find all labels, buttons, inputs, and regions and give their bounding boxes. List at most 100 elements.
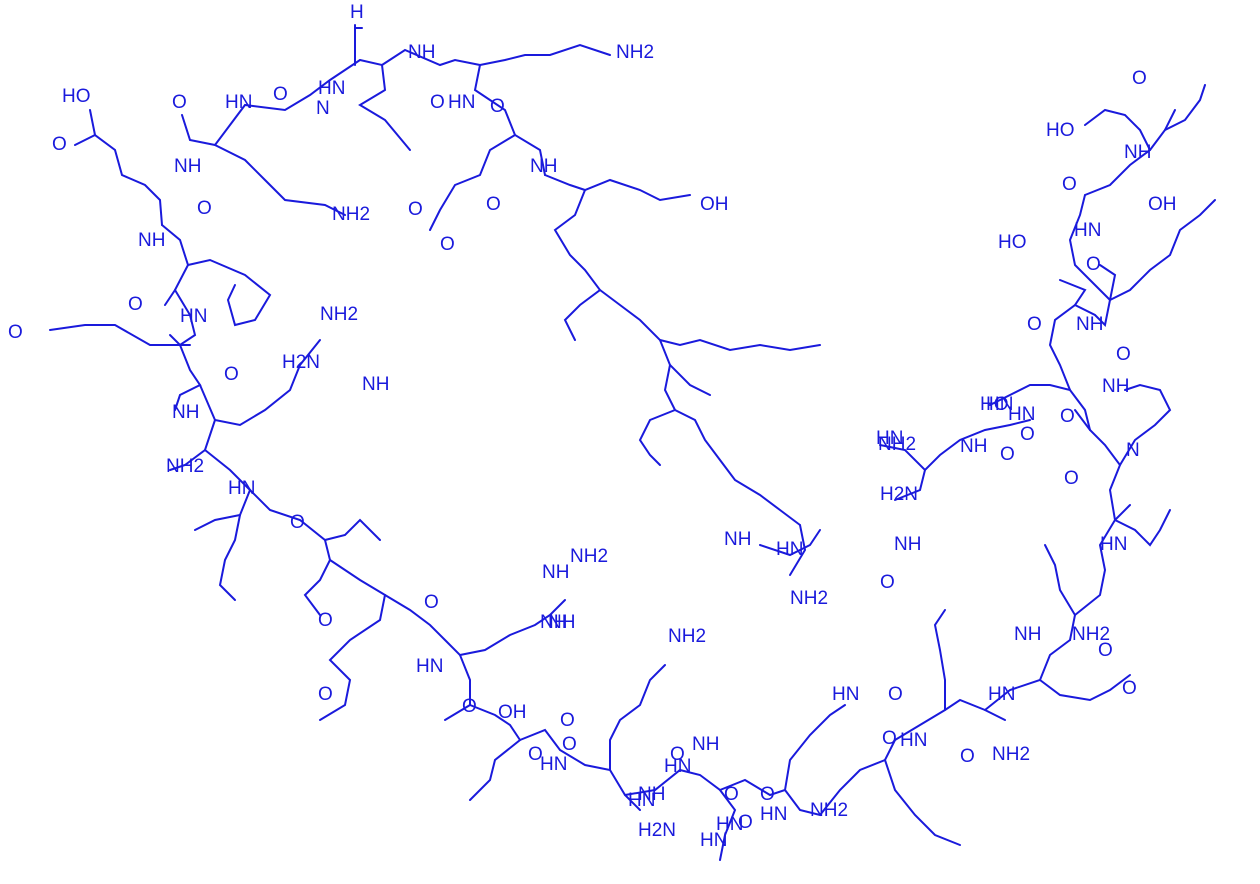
atom-label-nh: NH [1124,142,1151,163]
atom-label-o: O [562,734,577,755]
atom-label-o: O [880,572,895,593]
atom-label-hn: HN [416,656,443,677]
atom-label-o: O [430,92,445,113]
atom-label-nh2: NH2 [810,800,848,821]
atom-label-hn: HN [1008,404,1035,425]
atom-label-hn: HN [225,92,252,113]
atom-label-h2n: H2N [638,820,676,841]
atom-label-o: O [1000,444,1015,465]
atom-label-o: O [670,744,685,765]
atom-label-o: O [273,84,288,105]
atom-label-hn: HN [228,478,255,499]
atom-label-nh2: NH2 [320,304,358,325]
atom-label-nh2: NH2 [166,456,204,477]
atom-label-o: O [1098,640,1113,661]
atom-label-h: H [350,2,364,23]
atom-label-o: O [1086,254,1101,275]
atom-label-o: O [318,684,333,705]
atom-label-o: O [462,696,477,717]
atom-label-o: O [490,96,505,117]
atom-label-nh: NH [138,230,165,251]
atom-label-o: O [560,710,575,731]
atom-label-nh2: NH2 [790,588,828,609]
atom-label-o: O [724,784,739,805]
bond-lines [49,24,1216,861]
atom-label-nh2: NH2 [878,434,916,455]
atom-label-nh: NH [172,402,199,423]
atom-label-nh2: NH2 [570,546,608,567]
atom-label-o: O [486,194,501,215]
atom-label-hn: HN [986,394,1013,415]
atom-label-ho: HO [998,232,1027,253]
atom-label-o: O [172,92,187,113]
atom-label-o: O [528,744,543,765]
atom-label-nh: NH [1076,314,1103,335]
atom-label-hn: HN [1100,534,1127,555]
atom-label-o: O [290,512,305,533]
atom-label-hn: HN [900,730,927,751]
atom-label-h2n: H2N [880,484,918,505]
atom-label-hn: HN [180,306,207,327]
atom-label-o: O [882,728,897,749]
atom-label-nh2: NH2 [332,204,370,225]
atom-label-nh: NH [362,374,389,395]
atom-label-nh: NH [542,562,569,583]
atom-label-nh: NH [894,534,921,555]
atom-label-nh2: NH2 [616,42,654,63]
atom-label-nh: NH [408,42,435,63]
atom-label-o: O [1064,468,1079,489]
atom-label-o: O [440,234,455,255]
atom-label-o: O [408,199,423,220]
atom-label-o: O [1132,68,1147,89]
atom-label-o: O [52,134,67,155]
atom-label-h2n: H2N [282,352,320,373]
atom-label-o: O [424,592,439,613]
atom-label-hn: HN [988,684,1015,705]
atom-label-nh: NH [540,612,567,633]
atom-label-nh: NH [1014,624,1041,645]
atom-label-ho: HO [62,86,91,107]
atom-label-hn: HN [700,830,727,851]
atom-label-n: N [316,98,330,119]
atom-label-oh: OH [498,702,527,723]
atom-label-hn: HN [318,78,345,99]
atom-label-hn: HN [760,804,787,825]
atom-label-nh: NH [1102,376,1129,397]
atom-label-o: O [1020,424,1035,445]
atom-label-oh: OH [700,194,729,215]
atom-label-o: O [1116,344,1131,365]
atom-label-oh: OH [1148,194,1177,215]
atom-label-nh: NH [174,156,201,177]
atom-label-o: O [128,294,143,315]
atom-label-o: O [197,198,212,219]
atom-label-o: O [960,746,975,767]
atom-label-hn: HN [776,539,803,560]
atom-label-o: O [760,784,775,805]
atom-label-nh2: NH2 [668,626,706,647]
atom-label-o: O [1027,314,1042,335]
atom-label-hn: HN [540,754,567,775]
atom-label-hn: HN [628,790,655,811]
atom-label-ho: HO [1046,120,1075,141]
atom-label-nh2: NH2 [1072,624,1110,645]
atom-label-o: O [1122,678,1137,699]
atom-label-o: O [8,322,23,343]
atom-label-ho: HO [980,394,1009,415]
atom-label-o: O [224,364,239,385]
atom-label-nh: NH [960,436,987,457]
atom-label-hn: HN [664,756,691,777]
atom-label-hn: HN [1074,220,1101,241]
atom-label-nh2: NH2 [992,744,1030,765]
atom-label-o: O [888,684,903,705]
atom-label-o: O [318,610,333,631]
atom-label-hn: HN [716,814,743,835]
atom-label-nh: NH [724,529,751,550]
atom-label-nh: NH [638,784,665,805]
atom-label-hn: HN [876,428,903,449]
atom-label-hn: HN [448,92,475,113]
atom-label-nh: NH [692,734,719,755]
atom-label-o: O [1062,174,1077,195]
atom-label-o: O [1060,406,1075,427]
